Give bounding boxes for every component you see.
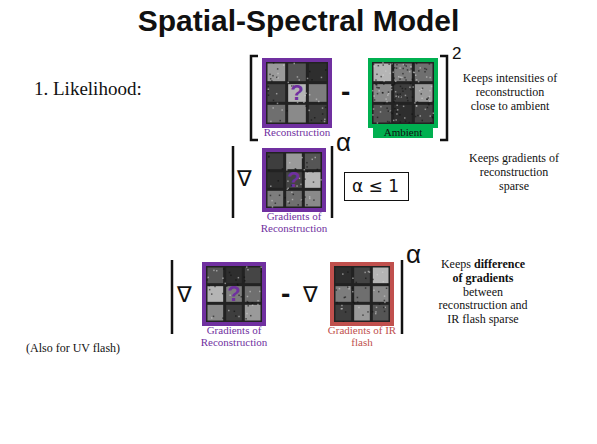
- image-thumbnail: [334, 266, 390, 322]
- minus-sign: -: [281, 278, 290, 310]
- image-caption: Gradients of Reconstruction: [249, 210, 339, 234]
- unknown-mark: ?: [266, 80, 328, 106]
- left-bracket: [251, 56, 258, 140]
- section-heading: 1. Likelihood:: [34, 78, 142, 100]
- abs-bar: [401, 260, 404, 334]
- abs-bar: [232, 146, 235, 218]
- explanation-note: Keeps intensities of reconstruction clos…: [462, 72, 558, 113]
- image-panel: ?Gradients of Reconstruction: [202, 262, 266, 326]
- image-thumbnail: [372, 62, 434, 124]
- explanation-note: Keeps gradients of reconstruction sparse: [468, 152, 560, 193]
- unknown-mark: ?: [206, 281, 262, 307]
- abs-bar: [331, 146, 334, 218]
- exponent: 2: [452, 44, 461, 64]
- exponent: α: [336, 128, 351, 158]
- side-note: (Also for UV flash): [26, 342, 120, 356]
- spacer: [471, 257, 474, 271]
- image-panel: ?Reconstruction: [262, 58, 332, 128]
- right-bracket: [440, 56, 447, 140]
- image-panel: Ambient: [368, 58, 438, 128]
- explanation-note: Keeps: [441, 257, 471, 271]
- slide-title: Spatial-Spectral Model: [0, 4, 597, 38]
- minus-sign: -: [341, 76, 350, 108]
- gradient-symbol: ∇: [237, 166, 252, 191]
- image-panel: Gradients of IR flash: [330, 262, 394, 326]
- exponent: α: [406, 240, 421, 270]
- condition-box: α ≤ 1: [344, 172, 409, 201]
- explanation-block: Keeps difference of gradients between re…: [438, 258, 528, 327]
- unknown-mark: ?: [266, 167, 322, 193]
- image-caption: Ambient: [373, 126, 433, 138]
- abs-bar: [171, 260, 174, 334]
- condition-text: α ≤ 1: [352, 176, 399, 196]
- image-caption: Reconstruction: [242, 126, 352, 138]
- image-caption: Gradients of Reconstruction: [189, 324, 279, 348]
- gradient-symbol: ∇: [177, 282, 192, 307]
- gradient-symbol: ∇: [303, 282, 318, 307]
- image-panel: ?Gradients of Reconstruction: [262, 148, 326, 212]
- explanation-note: between reconstruction and IR flash spar…: [439, 285, 528, 327]
- image-caption: Gradients of IR flash: [317, 324, 407, 348]
